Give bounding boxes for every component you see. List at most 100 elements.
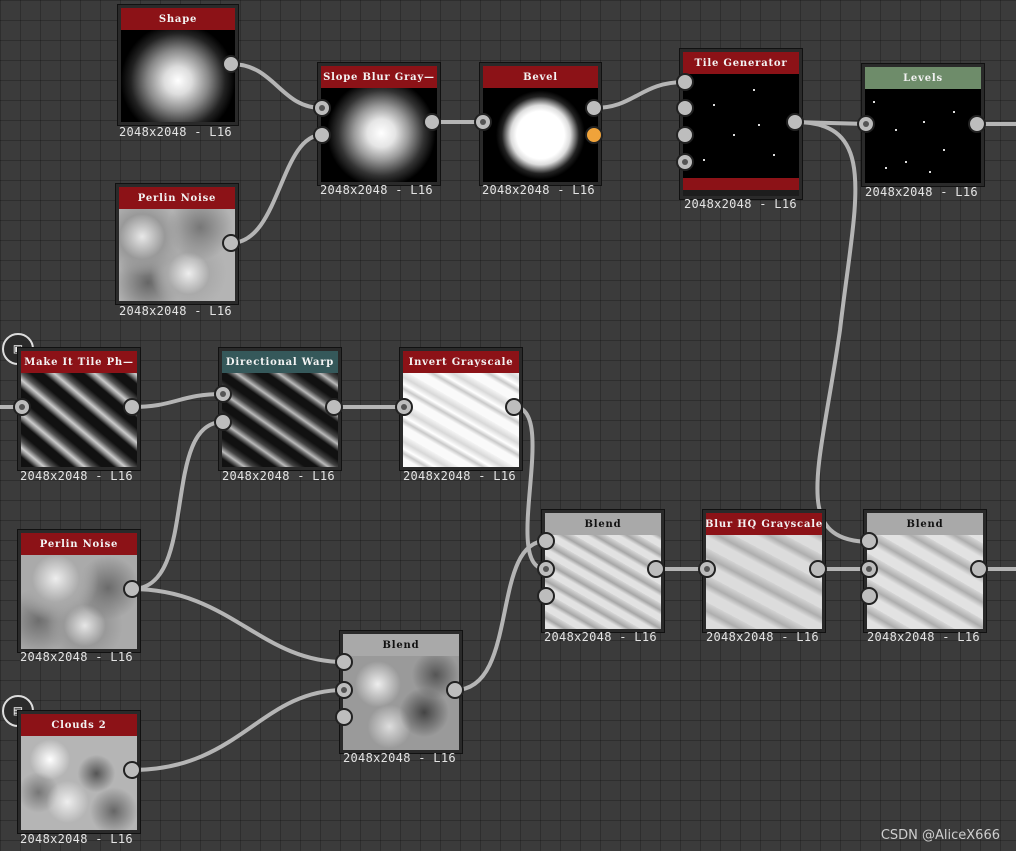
node-title: Blend <box>545 513 661 535</box>
node-thumbnail <box>867 535 983 629</box>
input-port[interactable] <box>335 681 353 699</box>
output-port[interactable] <box>446 681 464 699</box>
output-port[interactable] <box>123 761 141 779</box>
node-title: Perlin Noise <box>119 187 235 209</box>
node-perlin-noise[interactable]: Perlin Noise <box>116 184 238 304</box>
input-port[interactable] <box>313 99 331 117</box>
node-thumbnail <box>21 736 137 830</box>
node-thumbnail <box>343 656 459 750</box>
node-blend[interactable]: Blend <box>340 631 462 753</box>
wire-maketile-warp <box>130 392 225 409</box>
node-thumbnail <box>222 373 338 467</box>
node-caption: 2048x2048 - L16 <box>403 469 516 483</box>
node-clouds-2[interactable]: Clouds 2 <box>18 711 140 833</box>
node-caption: 2048x2048 - L16 <box>20 832 133 846</box>
node-shape[interactable]: Shape <box>118 5 238 125</box>
wire-tile-levels <box>793 120 868 126</box>
node-thumbnail <box>321 88 437 182</box>
node-caption: 2048x2048 - L16 <box>706 630 819 644</box>
wire-bevel-tile <box>592 80 687 110</box>
output-port[interactable] <box>423 113 441 131</box>
node-title: Blur HQ Grayscale <box>706 513 822 535</box>
input-port[interactable] <box>13 398 31 416</box>
input-port[interactable] <box>676 99 694 117</box>
node-levels[interactable]: Levels <box>862 64 984 186</box>
wire-clouds-blendlower <box>130 688 346 772</box>
output-port[interactable] <box>809 560 827 578</box>
input-port[interactable] <box>676 73 694 91</box>
node-thumbnail <box>403 373 519 467</box>
node-caption: 2048x2048 - L16 <box>865 185 978 199</box>
node-thumbnail <box>21 555 137 649</box>
node-directional-warp[interactable]: Directional Warp <box>219 348 341 470</box>
output-port[interactable] <box>123 398 141 416</box>
node-thumbnail <box>21 373 137 467</box>
node-caption: 2048x2048 - L16 <box>684 197 797 211</box>
output-port[interactable] <box>647 560 665 578</box>
input-port[interactable] <box>860 587 878 605</box>
node-caption: 2048x2048 - L16 <box>119 125 232 139</box>
input-port[interactable] <box>537 560 555 578</box>
output-port[interactable] <box>786 113 804 131</box>
node-perlin-noise[interactable]: Perlin Noise <box>18 530 140 652</box>
node-invert-grayscale[interactable]: Invert Grayscale <box>400 348 522 470</box>
input-port[interactable] <box>860 532 878 550</box>
node-thumbnail <box>683 74 799 178</box>
output-port[interactable] <box>222 234 240 252</box>
output-port-secondary[interactable] <box>585 126 603 144</box>
input-port[interactable] <box>214 413 232 431</box>
node-footer-bar <box>683 178 799 190</box>
node-tile-generator[interactable]: Tile Generator <box>680 49 802 199</box>
output-port[interactable] <box>325 398 343 416</box>
node-caption: 2048x2048 - L16 <box>20 650 133 664</box>
wire-blendlower-blendleft <box>453 539 548 692</box>
input-port[interactable] <box>214 385 232 403</box>
node-thumbnail <box>483 88 598 182</box>
wire-tile-blendright <box>793 120 871 544</box>
node-thumbnail <box>545 535 661 629</box>
input-port[interactable] <box>698 560 716 578</box>
node-title: Slope Blur Gray— <box>321 66 437 88</box>
input-port[interactable] <box>474 113 492 131</box>
output-port[interactable] <box>968 115 986 133</box>
node-slope-blur-grayscale[interactable]: Slope Blur Gray— <box>318 63 440 185</box>
node-caption: 2048x2048 - L16 <box>343 751 456 765</box>
node-caption: 2048x2048 - L16 <box>20 469 133 483</box>
input-port[interactable] <box>395 398 413 416</box>
input-port[interactable] <box>860 560 878 578</box>
output-port[interactable] <box>970 560 988 578</box>
node-blur-hq-grayscale[interactable]: Blur HQ Grayscale <box>703 510 825 632</box>
node-thumbnail <box>865 89 981 183</box>
input-port[interactable] <box>537 587 555 605</box>
input-port[interactable] <box>313 126 331 144</box>
output-port[interactable] <box>505 398 523 416</box>
node-title: Tile Generator <box>683 52 799 74</box>
input-port[interactable] <box>537 532 555 550</box>
wire-perlin-slope <box>229 133 324 245</box>
node-caption: 2048x2048 - L16 <box>222 469 335 483</box>
node-title: Clouds 2 <box>21 714 137 736</box>
node-title: Directional Warp <box>222 351 338 373</box>
input-port[interactable] <box>857 115 875 133</box>
node-make-it-tile-photo[interactable]: Make It Tile Ph— <box>18 348 140 470</box>
node-title: Perlin Noise <box>21 533 137 555</box>
node-caption: 2048x2048 - L16 <box>119 304 232 318</box>
input-port[interactable] <box>335 708 353 726</box>
node-title: Bevel <box>483 66 598 88</box>
node-bevel[interactable]: Bevel <box>480 63 601 185</box>
node-caption: 2048x2048 - L16 <box>320 183 433 197</box>
wire-perlin-warp <box>130 420 225 591</box>
input-port[interactable] <box>676 153 694 171</box>
input-port[interactable] <box>676 126 694 144</box>
output-port[interactable] <box>585 99 603 117</box>
node-title: Invert Grayscale <box>403 351 519 373</box>
node-blend[interactable]: Blend <box>542 510 664 632</box>
node-blend[interactable]: Blend <box>864 510 986 632</box>
output-port[interactable] <box>222 55 240 73</box>
input-port[interactable] <box>335 653 353 671</box>
node-title: Shape <box>121 8 235 30</box>
watermark: CSDN @AliceX666 <box>880 828 1000 843</box>
output-port[interactable] <box>123 580 141 598</box>
wire-shape-slope <box>229 62 324 110</box>
